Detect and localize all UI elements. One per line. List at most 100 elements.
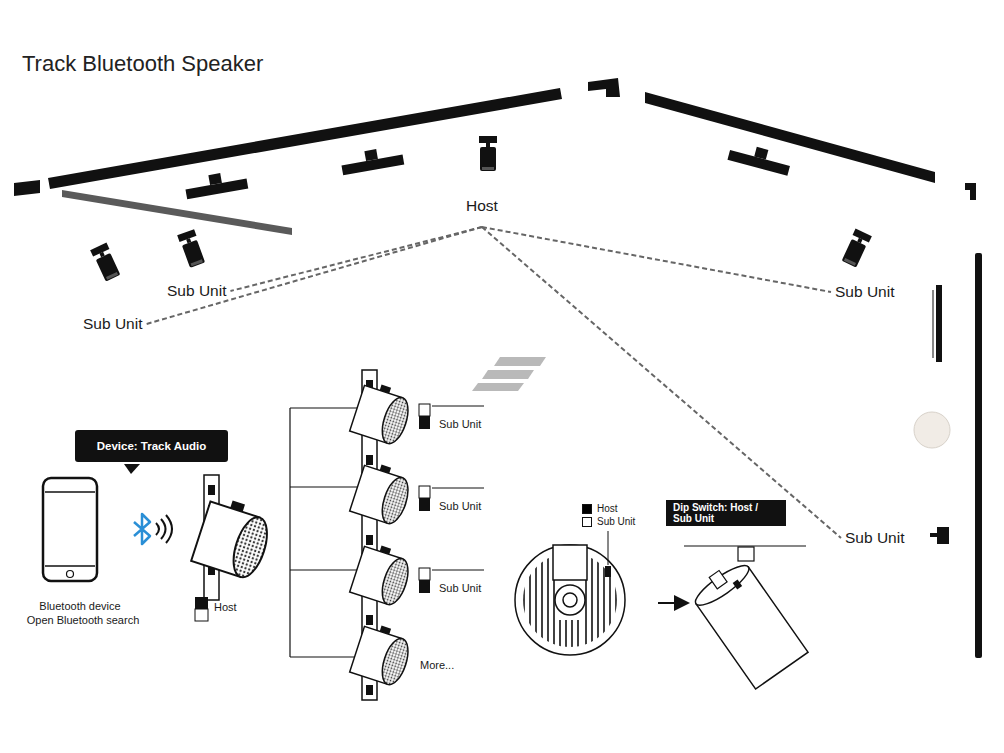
- speaker-bottom-view-part: [658, 602, 688, 604]
- speaker-bottom-view-part: [553, 545, 587, 580]
- host-speaker-part: [195, 609, 208, 621]
- track-system-part: [914, 412, 950, 448]
- bluetooth-symbol-part: [134, 514, 150, 544]
- track-fixtures-part: [841, 229, 872, 268]
- bluetooth-symbol-part: [156, 523, 159, 535]
- speaker-bottom-view-part-part: [535, 550, 537, 650]
- sub-unit-label: Sub Unit: [163, 280, 230, 302]
- dip-switch-icons-part: [432, 406, 484, 407]
- phone-icon-part: [45, 491, 95, 493]
- annotation-label: More...: [420, 659, 454, 671]
- dip-switch-icons-part: [432, 570, 484, 571]
- track-system-part: [14, 180, 40, 196]
- track-system-part: [588, 78, 620, 97]
- speaker-tilted-part-part: [733, 580, 743, 590]
- bluetooth-symbol: [134, 514, 172, 544]
- dashed-connector: [230, 227, 481, 291]
- track-system-part: [48, 88, 562, 189]
- legend-text: Sub Unit: [597, 516, 635, 527]
- host-speaker-part: [195, 597, 208, 609]
- dip-switch-icons: [419, 404, 484, 593]
- dip-switch-icons-part: [419, 498, 430, 511]
- dashed-connector: [482, 227, 831, 292]
- speaker-bottom-view-part: [605, 566, 611, 577]
- annotation-label: Sub Unit: [439, 418, 481, 430]
- watermark-logo: [472, 357, 546, 391]
- speaker-bottom-view-part-part: [609, 550, 611, 650]
- track-system-part: [965, 183, 976, 200]
- track-fixtures-part: [90, 243, 121, 282]
- watermark-logo-part: [472, 383, 524, 391]
- annotation-label: Bluetooth device: [39, 600, 120, 612]
- speaker-bottom-view-part-part: [577, 620, 579, 650]
- speaker-bottom-view-part-part: [529, 550, 531, 650]
- track-fixtures: [90, 136, 872, 282]
- annotation-label: Host: [214, 601, 237, 613]
- speaker-bottom-view-part-part: [565, 620, 567, 650]
- legend-row: Sub Unit: [582, 515, 662, 528]
- speaker-bottom-view-part-part: [585, 580, 587, 650]
- speaker-bottom-view: [515, 531, 688, 655]
- speaker-bottom-view-part: [563, 593, 577, 607]
- sub-unit-label: Sub Unit: [79, 313, 146, 335]
- speaker-bottom-view-part-part: [541, 550, 543, 650]
- track-system-part: [645, 92, 935, 183]
- bluetooth-symbol-part: [161, 519, 166, 539]
- track-system-part: [936, 285, 942, 362]
- annotation-label: Open Bluetooth search: [27, 614, 140, 626]
- host-label: Host: [460, 195, 504, 227]
- bracket-part: [290, 656, 358, 657]
- speaker-bottom-view-part-part: [597, 550, 599, 650]
- sub-unit-label: Sub Unit: [841, 527, 908, 549]
- phone-icon-part: [67, 571, 74, 578]
- speaker-chain-part: [366, 455, 373, 465]
- speaker-chain-part: [366, 535, 373, 545]
- speaker-bottom-view-part-part: [603, 550, 605, 650]
- speaker-chain-part: [350, 621, 415, 688]
- speaker-tilted-part: [688, 556, 808, 689]
- phone-icon-part: [43, 478, 97, 581]
- node-text: Sub Unit: [167, 282, 226, 300]
- speaker-bottom-view-part: [608, 531, 609, 565]
- node-text: Dip Switch: Host / Sub Unit: [673, 502, 779, 524]
- track-fixtures-part: [340, 145, 405, 175]
- dashed-connector: [482, 227, 841, 538]
- track-fixtures-part: [479, 136, 497, 171]
- node-text: Sub Unit: [845, 529, 904, 547]
- bracket-part: [290, 569, 358, 570]
- legend-row: Host: [582, 502, 662, 515]
- track-fixtures-part: [177, 229, 206, 268]
- dip-switch-legend: HostSub Unit: [578, 500, 666, 530]
- dip-switch-icons-part: [419, 404, 430, 416]
- bracket-part: [290, 407, 358, 408]
- speaker-bottom-view-part-part: [571, 620, 573, 650]
- phone-icon-part: [45, 565, 95, 567]
- callout-pointer-part: [124, 464, 140, 474]
- phone-icon: [43, 478, 97, 581]
- node-text: Sub Unit: [83, 315, 142, 333]
- track-system-part: [930, 533, 938, 537]
- speaker-chain-part: [366, 615, 373, 625]
- annotation-label: Sub Unit: [439, 500, 481, 512]
- bracket: [290, 408, 358, 657]
- speaker-bottom-view-part-part: [591, 550, 593, 650]
- device-callout: Device: Track Audio: [75, 430, 228, 462]
- dip-switch-icons-part: [432, 488, 484, 489]
- dashed-connector: [146, 227, 481, 324]
- speaker-bottom-view-part-part: [559, 620, 561, 650]
- node-text: Host: [466, 197, 498, 215]
- speaker-chain-part: [350, 380, 415, 447]
- annotation-label: Sub Unit: [439, 582, 481, 594]
- track-fixtures-part: [727, 140, 792, 175]
- watermark-logo-part: [482, 370, 534, 379]
- speaker-tilted-part-part: [691, 560, 754, 611]
- speaker-bottom-view-part-part: [547, 550, 549, 650]
- dip-switch-title: Dip Switch: Host / Sub Unit: [666, 500, 786, 526]
- node-text: Device: Track Audio: [79, 440, 224, 452]
- speaker-tilted-part: [738, 547, 754, 561]
- sub-unit-label: Sub Unit: [831, 281, 898, 303]
- track-system-part: [975, 253, 982, 658]
- callout-pointer: [124, 464, 140, 474]
